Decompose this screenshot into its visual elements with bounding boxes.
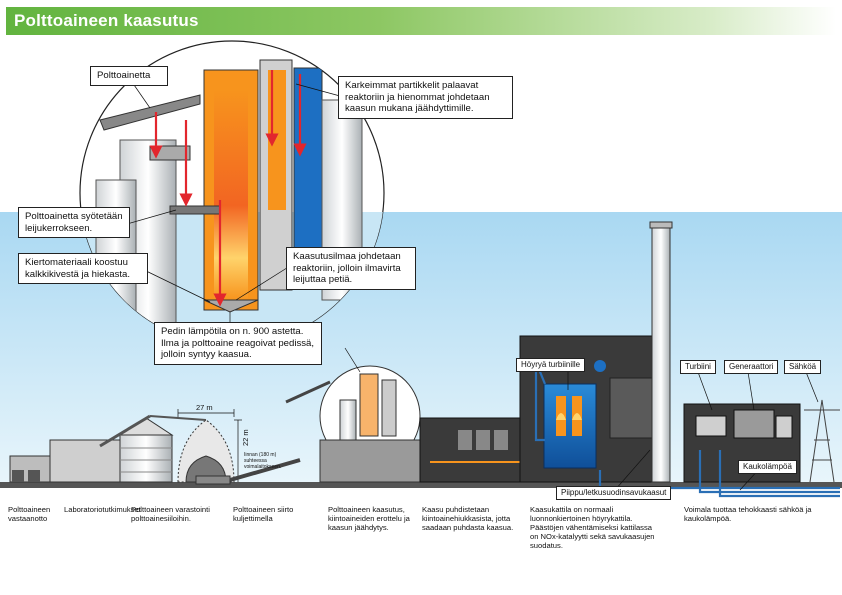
step-power-output: Voimala tuottaa tehokkaasti sähköä ja ka…: [684, 505, 812, 523]
tag-district-heat: Kaukolämpöä: [738, 460, 797, 474]
step-boiler: Kaasukattila on normaali luonnonkiertoin…: [530, 505, 655, 550]
title-banner: [6, 7, 836, 35]
fuel-conveyor: [195, 380, 331, 485]
step-gasification: Polttoaineen kaasutus, kiintoaineiden er…: [328, 505, 410, 532]
callout-feed: Polttoainetta syötetään leijukerrokseen.: [18, 207, 130, 238]
page-title: Polttoaineen kaasutus: [14, 11, 199, 30]
step-fuel-storage: Polttoaineen varastointi polttoainesiilo…: [131, 505, 210, 523]
tag-generator: Generaattori: [724, 360, 779, 374]
tag-turbine: Turbiini: [680, 360, 716, 374]
silo-feed-conveyor: [99, 414, 207, 448]
ground: [0, 482, 842, 488]
dimension-height: 22 m: [241, 429, 250, 446]
step-fuel-reception: Polttoaineen vastaanotto: [8, 505, 51, 523]
step-fuel-conveyor: Polttoaineen siirto kuljettimella: [233, 505, 294, 523]
step-gas-cleaning: Kaasu puhdistetaan kiintoainehiukkasista…: [422, 505, 514, 532]
dimension-width: 27 m: [196, 403, 213, 412]
callout-bed: Pedin lämpötila on n. 900 astetta. Ilma …: [154, 322, 322, 365]
fuel-silo-1: [118, 417, 174, 483]
gas-cleaning-building: [419, 417, 531, 483]
callout-gas-air: Kaasutusilmaa johdetaan reaktoriin, joll…: [286, 247, 416, 290]
callout-particles: Karkeimmat partikkelit palaavat reaktori…: [338, 76, 513, 119]
callout-circulating: Kiertomateriaali koostuu kalkkikivestä j…: [18, 253, 148, 284]
callout-fuel: Polttoainetta: [90, 66, 168, 86]
gasifier-plant-small: [319, 365, 431, 483]
power-pylon: [804, 399, 840, 483]
step-laboratory: Laboratoriotutkimukset: [64, 505, 141, 514]
tag-flue-filter: Piippu/letkusuodinsavukaasut: [556, 486, 672, 500]
chimney: [649, 221, 673, 483]
tag-steam-turbine: Höyryä turbiinille: [516, 358, 586, 372]
silo-dimension-lines: [177, 409, 242, 482]
tag-electricity: Sähköä: [784, 360, 822, 374]
boiler-house: [519, 335, 661, 483]
conveyor-note: Iinnan (180 m) suhteessa voimalaitokseen…: [244, 452, 282, 470]
gas-flow-arrows: [149, 70, 307, 307]
